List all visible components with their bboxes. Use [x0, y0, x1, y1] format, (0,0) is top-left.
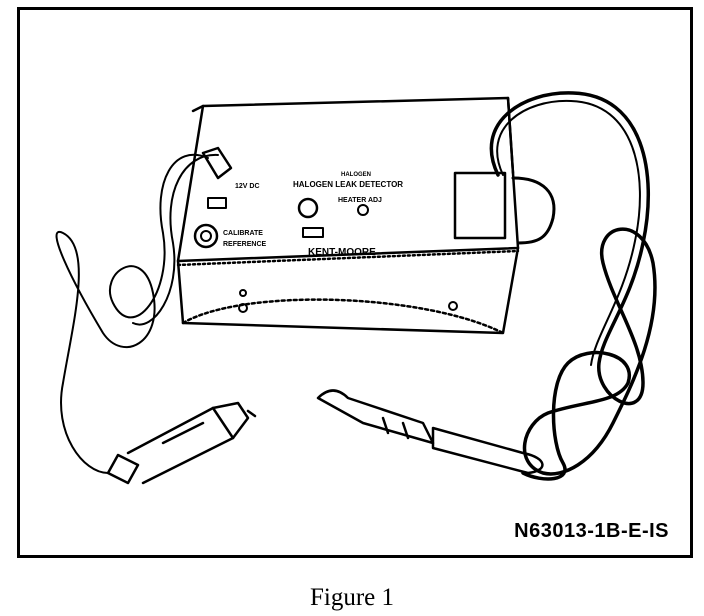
- heater-label: HEATER ADJ: [338, 197, 382, 204]
- device-title: HALOGEN LEAK DETECTOR: [293, 180, 403, 189]
- calibrate-knob: [193, 223, 219, 249]
- leak-detector-illustration: 12V DC HALOGEN HALOGEN LEAK DETECTOR HEA…: [55, 91, 657, 485]
- probe-holder: [453, 171, 507, 240]
- voltage-label: 12V DC: [235, 183, 260, 190]
- sensitivity-switch: [302, 227, 324, 238]
- brand-label: KENT-MOORE: [308, 247, 376, 258]
- lighter-plug: [106, 401, 257, 485]
- probe-hose: [489, 91, 657, 481]
- figure-code: N63013-1B-E-IS: [514, 520, 669, 542]
- power-cord: [55, 153, 209, 474]
- foot-right: [448, 301, 458, 311]
- probe-hose-inner: [496, 99, 641, 366]
- calibrate-label-2: REFERENCE: [223, 241, 267, 248]
- calibrate-knob-center: [200, 230, 212, 242]
- foot-left: [238, 303, 248, 313]
- figure-caption: Figure 1: [309, 584, 395, 611]
- indicator-lamp: [357, 204, 369, 216]
- foot-top-left: [239, 289, 247, 297]
- device-title-small: HALOGEN: [341, 172, 371, 178]
- figure-frame: 12V DC HALOGEN HALOGEN LEAK DETECTOR HEA…: [17, 7, 693, 558]
- detector-housing: [176, 96, 520, 335]
- power-switch: [207, 197, 227, 209]
- socket-plug: [201, 146, 233, 180]
- handheld-probe: [316, 389, 544, 475]
- carry-handle: [511, 176, 556, 245]
- heater-dial: [297, 197, 319, 219]
- power-cord-strand: [132, 153, 219, 326]
- calibrate-label-1: CALIBRATE: [223, 230, 263, 237]
